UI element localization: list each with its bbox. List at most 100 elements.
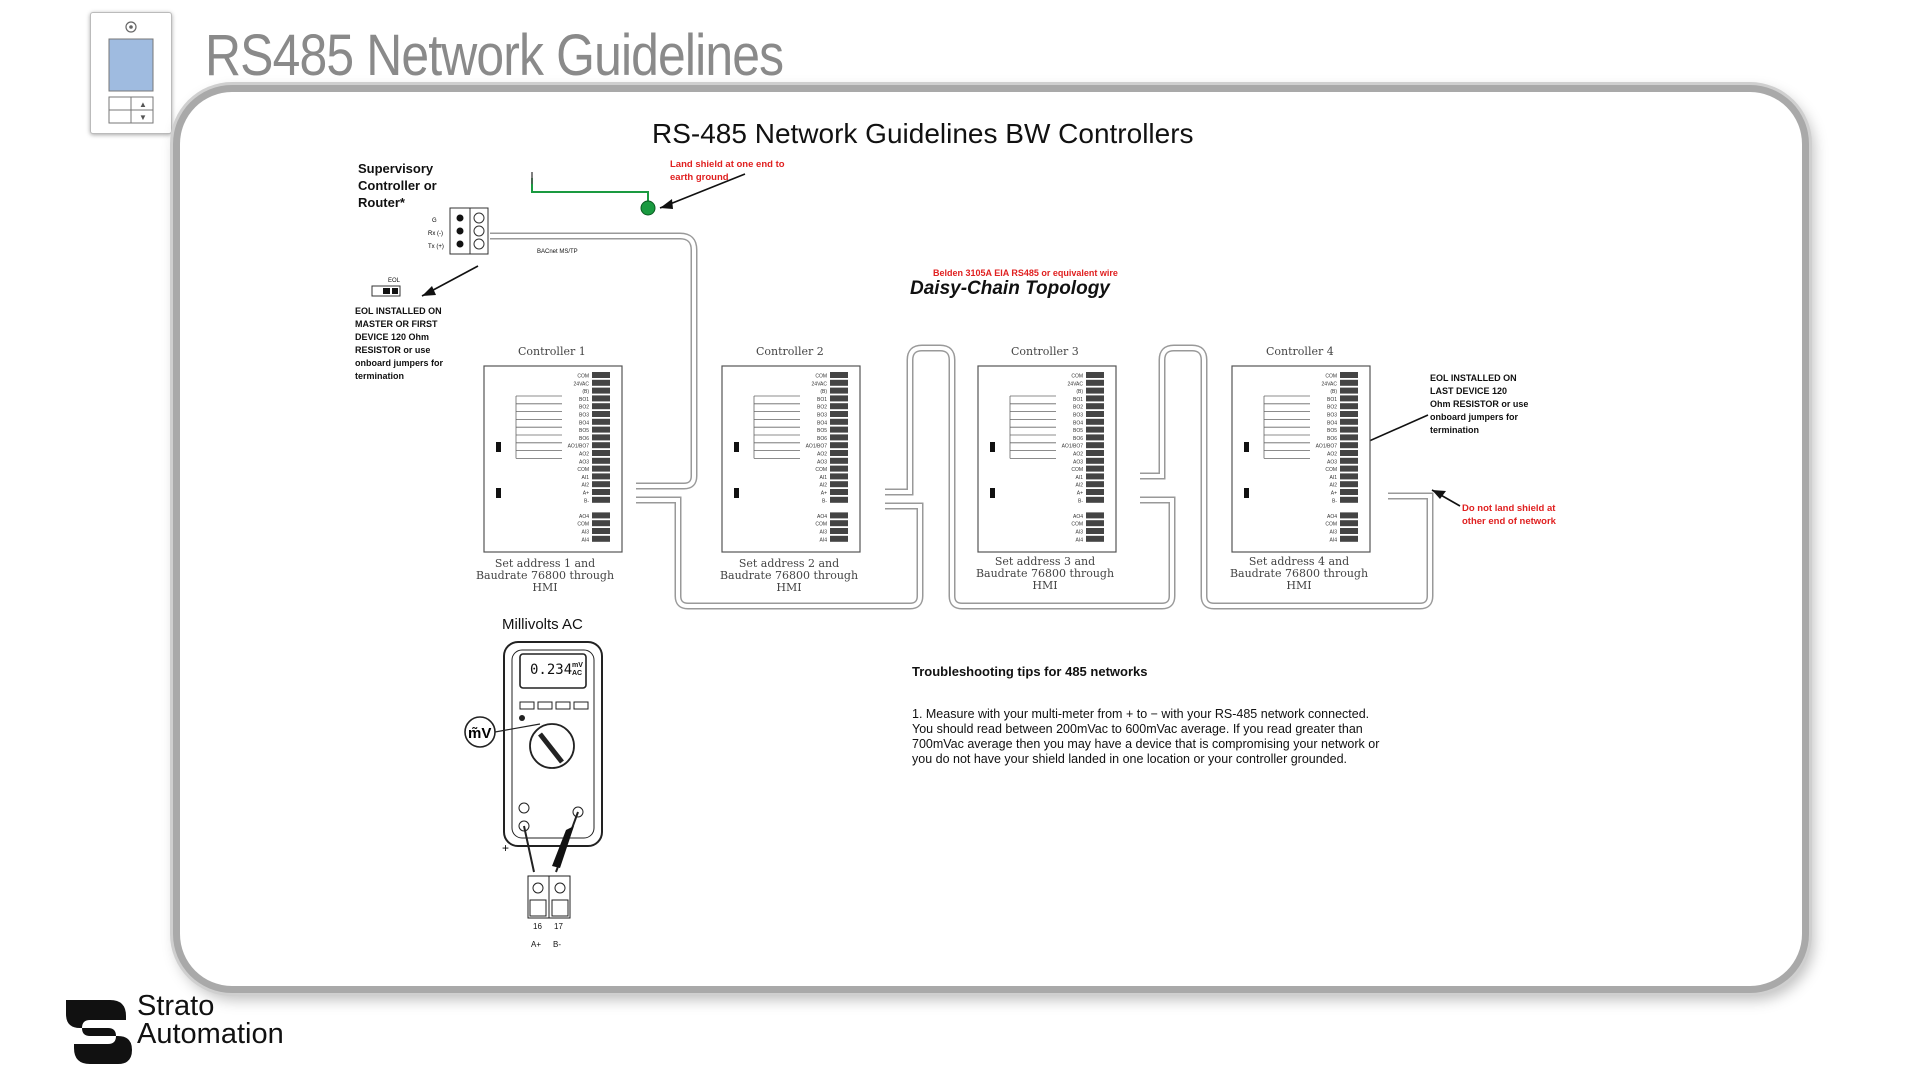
controller-3-title: Controller 3	[1011, 345, 1079, 358]
terminal-pin	[592, 481, 610, 488]
terminal-pin	[830, 403, 848, 410]
terminal-pin	[830, 481, 848, 488]
terminal-pin	[830, 512, 848, 519]
terminal-label: BO4	[817, 420, 827, 426]
terminal-label: AI1	[1075, 475, 1083, 481]
jumper	[990, 488, 995, 498]
svg-text:G: G	[432, 218, 437, 224]
terminal-label: COM	[577, 467, 589, 473]
terminal-label: AI3	[819, 530, 827, 536]
terminal-pin	[1086, 379, 1104, 386]
controller-4-title: Controller 4	[1266, 345, 1334, 358]
controller-3-note: Set address 3 and Baudrate 76800 through…	[975, 555, 1115, 592]
terminal-pin	[592, 450, 610, 456]
terminal-pin	[1086, 457, 1104, 464]
terminal-label: AO2	[817, 452, 827, 458]
terminal-pin	[1086, 450, 1104, 456]
terminal-pin	[592, 473, 610, 480]
controller-2-note: Set address 2 and Baudrate 76800 through…	[719, 557, 859, 594]
terminal-pin	[1086, 473, 1104, 480]
terminal-label: (B)	[582, 389, 589, 395]
terminal-pin	[830, 434, 848, 441]
terminal-pin	[1086, 465, 1104, 472]
multimeter-label: Millivolts AC	[502, 616, 583, 633]
terminal-label: COM	[815, 374, 827, 380]
terminal-label: AI1	[581, 475, 589, 481]
terminal-label: AI1	[819, 475, 827, 481]
terminal-pin	[1086, 512, 1104, 519]
terminal-pin	[1086, 411, 1104, 417]
terminal-pin	[1340, 450, 1358, 456]
terminal-label: COM	[1071, 522, 1083, 528]
terminal-label: COM	[1325, 522, 1337, 528]
terminal-label: AO4	[817, 514, 827, 520]
terminal-label: AO1/BO7	[806, 444, 828, 450]
terminal-pin	[830, 457, 848, 464]
terminal-pin	[1086, 520, 1104, 527]
terminal-pin	[1340, 528, 1358, 534]
terminal-pin	[1340, 379, 1358, 386]
terminal-pin	[1086, 481, 1104, 488]
terminal-pin	[1340, 418, 1358, 425]
terminal-label: BO3	[1073, 413, 1083, 419]
terminal-label: COM	[1071, 374, 1083, 380]
terminal-label: AI4	[1329, 537, 1337, 543]
bacnet-label: BACnet MS/TP	[537, 249, 578, 255]
terminal-pin	[1086, 372, 1104, 378]
controller-1-box: COM24VAC(B)BO1BO2BO3BO4BO5BO6AO1/BO7AO2A…	[483, 365, 623, 553]
terminal-b-minus: B-	[553, 940, 561, 949]
jumper	[990, 442, 995, 452]
terminal-pin	[830, 372, 848, 378]
terminal-label: AO2	[579, 452, 589, 458]
terminal-label: AO3	[579, 459, 589, 465]
terminal-label: AI2	[581, 483, 589, 489]
terminal-pin	[1086, 426, 1104, 433]
terminal-label: AO1/BO7	[568, 444, 590, 450]
terminal-a-plus: A+	[531, 940, 542, 949]
svg-text:▲: ▲	[139, 100, 147, 109]
terminal-label: AO3	[1327, 459, 1337, 465]
terminal-pin	[1086, 496, 1104, 503]
terminal-label: COM	[577, 522, 589, 528]
svg-text:Tx (+): Tx (+)	[428, 244, 444, 250]
terminal-label: (B)	[820, 389, 827, 395]
terminal-pin	[1086, 535, 1104, 542]
terminal-label: BO5	[817, 428, 827, 434]
terminal-label: A+	[1331, 491, 1337, 497]
terminal-pin	[1340, 535, 1358, 542]
terminal-label: A+	[821, 491, 827, 497]
terminal-label: COM	[1325, 374, 1337, 380]
terminal-label: BO5	[1073, 428, 1083, 434]
terminal-label: BO3	[1327, 413, 1337, 419]
terminal-pin	[830, 528, 848, 534]
terminal-pin	[1086, 403, 1104, 410]
terminal-pin	[1340, 489, 1358, 495]
terminal-pin	[830, 504, 848, 511]
terminal-label: BO2	[1327, 405, 1337, 411]
terminal-pin	[1086, 395, 1104, 402]
meter-unit: mV AC	[572, 662, 583, 677]
terminal-pin	[592, 418, 610, 425]
terminal-pin	[830, 395, 848, 402]
terminal-pin	[1340, 442, 1358, 449]
terminal-pin	[1340, 504, 1358, 511]
terminal-pin	[1340, 512, 1358, 519]
tips-title: Troubleshooting tips for 485 networks	[912, 664, 1148, 679]
terminal-pin	[1340, 387, 1358, 394]
terminal-pin	[1340, 411, 1358, 417]
terminal-pin	[1340, 457, 1358, 464]
terminal-pin	[1340, 520, 1358, 527]
no-shield-note: Do not land shield at other end of netwo…	[1462, 503, 1556, 527]
terminal-pin	[1086, 489, 1104, 495]
terminal-pin	[592, 411, 610, 417]
eol-tag: EOL	[388, 278, 401, 284]
terminal-pin	[592, 395, 610, 402]
terminal-pin	[830, 379, 848, 386]
terminal-pin	[1086, 528, 1104, 534]
terminal-label: B-	[1332, 498, 1337, 504]
terminal-label: BO1	[1327, 397, 1337, 403]
terminal-pin	[830, 520, 848, 527]
terminal-label: B-	[822, 498, 827, 504]
jumper	[1244, 442, 1249, 452]
